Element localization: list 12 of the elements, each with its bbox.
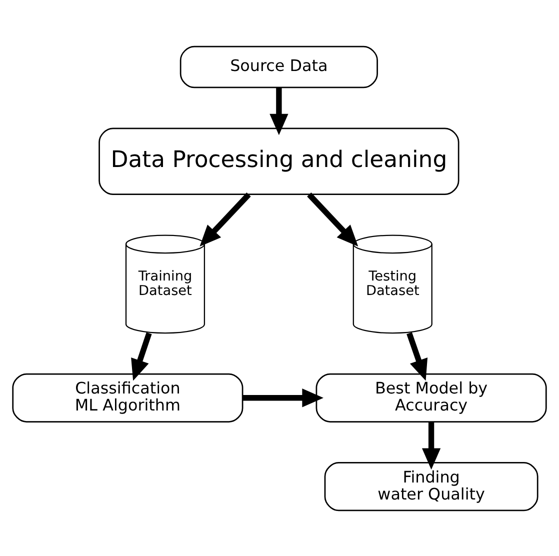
node-box: Source Data <box>180 45 378 88</box>
arrow <box>307 192 358 246</box>
arrow <box>200 192 251 246</box>
node-box: Data Processing and cleaning <box>98 127 460 195</box>
arrow <box>131 332 152 380</box>
node-box: Classification ML Algorithm <box>12 372 244 422</box>
arrow <box>270 87 288 135</box>
arrow <box>422 422 441 470</box>
arrow <box>406 332 428 380</box>
node-box: Finding water Quality <box>324 462 538 511</box>
node-box: Best Model by Accuracy <box>316 372 547 422</box>
arrow <box>242 388 324 407</box>
